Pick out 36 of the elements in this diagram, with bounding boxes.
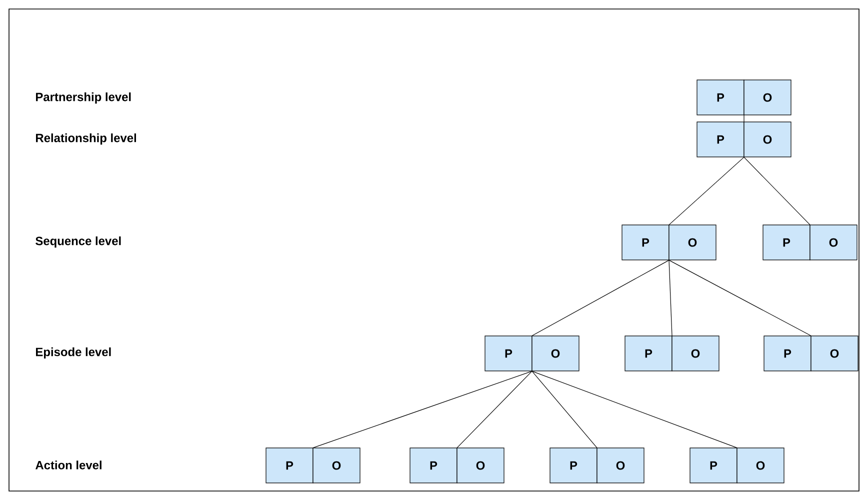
level-label: Episode level <box>36 347 111 359</box>
node-label: O <box>332 461 341 470</box>
node-label: O <box>763 93 772 102</box>
node-label: O <box>551 349 560 358</box>
node-label: O <box>756 461 765 470</box>
node-label: O <box>476 461 485 470</box>
node-label: O <box>829 238 838 247</box>
level-label: Action level <box>36 460 102 470</box>
connector-line <box>532 370 598 448</box>
connector-line <box>668 156 744 226</box>
connector-line <box>668 260 812 336</box>
box-pair: P O <box>622 224 716 260</box>
box-pair: P O <box>266 448 360 484</box>
connector-line <box>456 370 532 448</box>
box-pair: P O <box>410 448 504 484</box>
box-pair: P O <box>764 336 858 372</box>
connector-line <box>532 370 738 448</box>
level-label: Relationship level <box>36 133 136 145</box>
box-pair: P O <box>484 336 580 372</box>
node-label: P <box>642 238 650 247</box>
level-label: Sequence level <box>36 236 121 248</box>
node-label: P <box>645 349 652 358</box>
connector-line <box>532 260 670 336</box>
connector-line <box>668 260 672 336</box>
node-label: O <box>830 349 839 358</box>
connector-line <box>312 370 532 448</box>
box-pair: P O <box>696 122 792 158</box>
box-pair: P O <box>762 224 858 260</box>
level-label: Partnership level <box>36 92 131 104</box>
box-pair: P O <box>696 80 792 116</box>
connector-line <box>744 156 810 226</box>
node-label: O <box>763 135 772 144</box>
box-pair: P O <box>690 448 784 484</box>
node-label: O <box>616 461 625 470</box>
box-pair: P O <box>624 336 720 372</box>
box-pair: P O <box>550 448 644 484</box>
